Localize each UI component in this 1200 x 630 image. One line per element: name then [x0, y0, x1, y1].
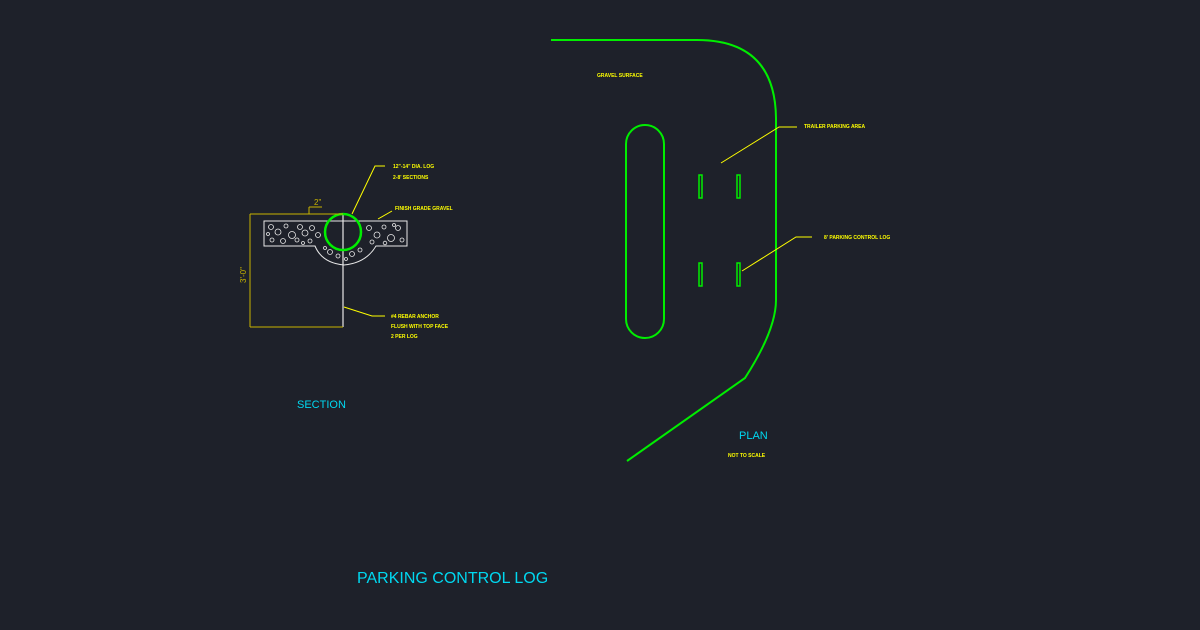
gravel-aggregate: [266, 223, 405, 261]
callout-trailer-parking: TRAILER PARKING AREA: [804, 124, 866, 130]
dimension-width: 2": [314, 198, 321, 207]
plan-leaders: [720, 126, 812, 272]
sheet-title: PARKING CONTROL LOG: [357, 570, 548, 587]
callout-log-sections: 2-8' SECTIONS: [393, 175, 429, 181]
section-leaders: [343, 165, 393, 317]
plan-title: PLAN: [739, 430, 768, 442]
control-log: [698, 174, 703, 199]
parking-control-logs: [698, 174, 741, 287]
section-detail: 2" 3'-0" 12"-14" DIA. LOG 2-8' SECTIONS …: [239, 164, 453, 411]
callout-control-log: 8' PARKING CONTROL LOG: [824, 235, 890, 241]
callout-rebar-count: 2 PER LOG: [391, 334, 418, 340]
control-log: [736, 174, 741, 199]
center-island: [625, 124, 665, 339]
section-title: SECTION: [297, 399, 346, 411]
scale-note: NOT TO SCALE: [728, 453, 766, 459]
plan-detail: GRAVEL SURFACE TRAILER PARKING AREA 8' P…: [551, 39, 890, 462]
control-log: [698, 262, 703, 287]
callout-rebar-flush: FLUSH WITH TOP FACE: [391, 324, 449, 330]
control-log: [736, 262, 741, 287]
callout-gravel-surface: GRAVEL SURFACE: [597, 73, 643, 79]
callout-rebar-anchor: #4 REBAR ANCHOR: [391, 314, 439, 320]
callout-finish-grade: FINISH GRADE GRAVEL: [395, 206, 453, 212]
gravel-slab-outline: [263, 220, 408, 266]
dimension-height: 3'-0": [239, 267, 248, 283]
callout-log-diameter: 12"-14" DIA. LOG: [393, 164, 434, 170]
gravel-boundary: [551, 39, 777, 462]
section-dimensions: [249, 206, 343, 328]
